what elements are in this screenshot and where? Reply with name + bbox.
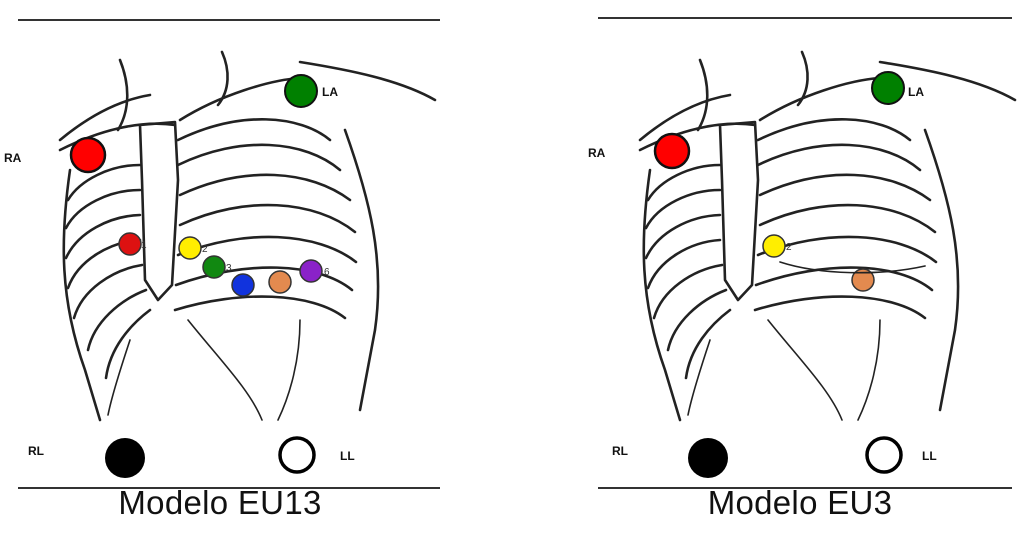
electrode-rl (105, 438, 145, 478)
electrode-la (872, 72, 904, 104)
rib-cage-drawing (60, 52, 435, 420)
label-ll: LL (340, 449, 355, 463)
electrode-v4 (232, 274, 254, 296)
caption-eu3: Modelo EU3 (580, 484, 1018, 522)
label-la: LA (322, 85, 338, 99)
v2-mark: 2 (786, 242, 792, 253)
electrode-ra (71, 138, 105, 172)
electrode-v5 (269, 271, 291, 293)
electrode-v6 (300, 260, 322, 282)
label-ra: RA (4, 151, 22, 165)
label-ra: RA (588, 146, 606, 160)
electrode-ra (655, 134, 689, 168)
label-ll: LL (922, 449, 937, 463)
diagram-panel-eu13: RA LA RL LL 1 2 3 6 Modelo EU13 (0, 0, 450, 542)
electrode-v2 (763, 235, 785, 257)
diagram-panel-eu3: RA LA RL LL 2 Modelo EU3 (580, 0, 1018, 542)
caption-eu13: Modelo EU13 (0, 484, 440, 522)
label-rl: RL (28, 444, 44, 458)
rib-cage-drawing (640, 52, 1015, 420)
chest-diagram-eu13: RA LA RL LL 1 2 3 6 (0, 0, 450, 542)
electrode-ll (280, 438, 314, 472)
v3-mark: 3 (226, 263, 232, 274)
v1-mark: 1 (141, 240, 147, 251)
v2-mark: 2 (202, 244, 208, 255)
electrode-v1 (119, 233, 141, 255)
electrode-v3 (203, 256, 225, 278)
chest-diagram-eu3: RA LA RL LL 2 (580, 0, 1018, 542)
v6-mark: 6 (324, 267, 330, 278)
label-la: LA (908, 85, 924, 99)
electrode-la (285, 75, 317, 107)
electrode-ll (867, 438, 901, 472)
electrode-v2 (179, 237, 201, 259)
label-rl: RL (612, 444, 628, 458)
electrode-rl (688, 438, 728, 478)
